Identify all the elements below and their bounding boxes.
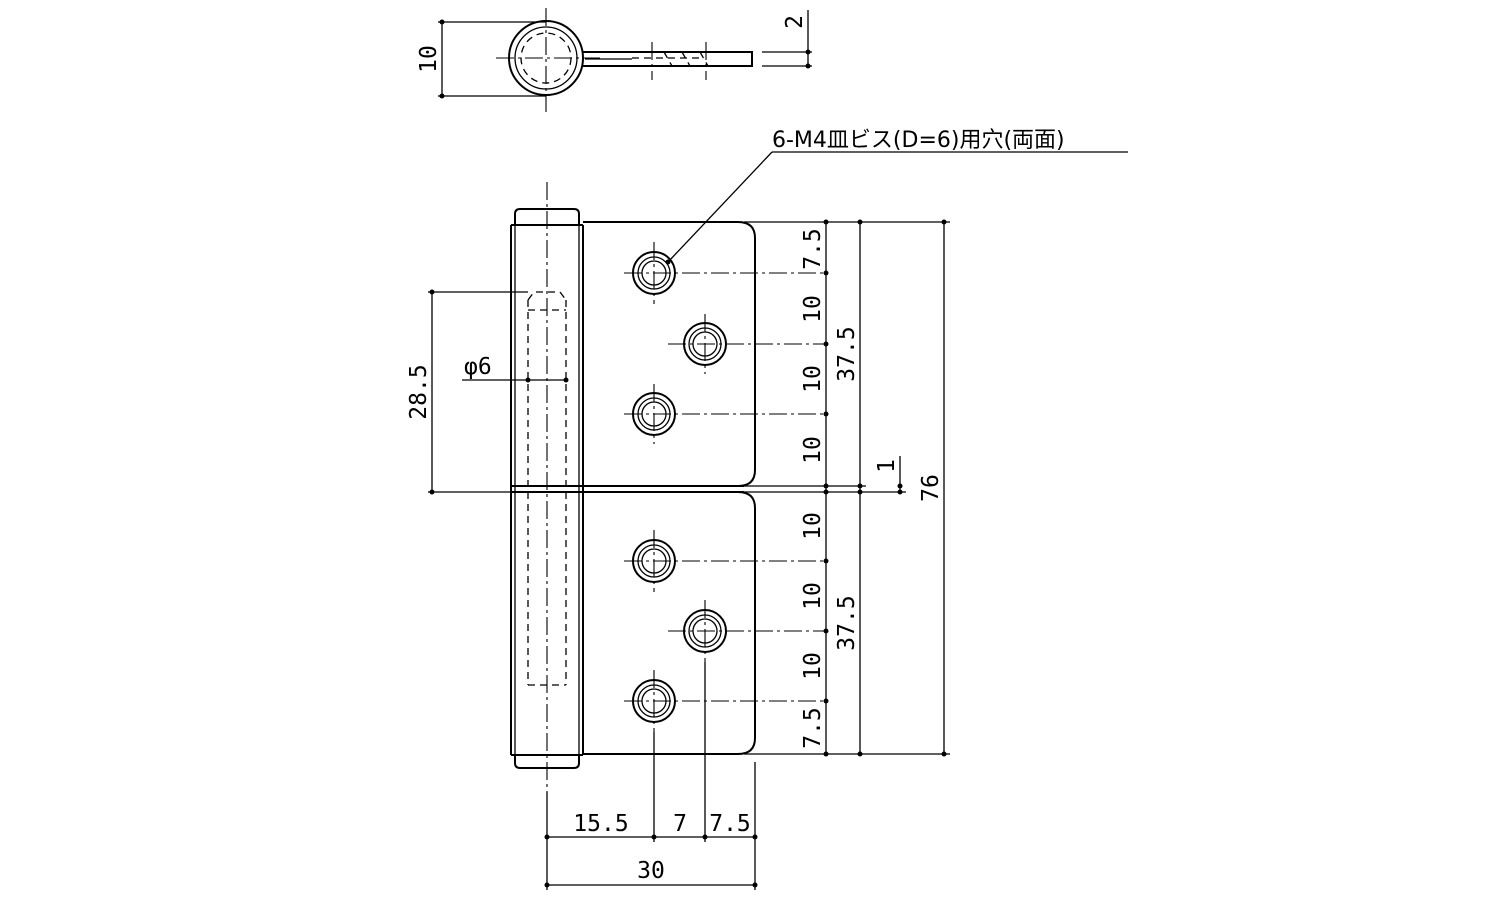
bottom-dimensions: 15.5 7 7.5 30: [544, 662, 758, 890]
dim-upper-leaf-length: 37.5: [834, 326, 860, 381]
front-view: [510, 182, 828, 792]
dim-lower-pitch-b: 10: [800, 652, 826, 680]
dim-lower-pitch-a: 10: [800, 582, 826, 610]
dim-top-edge-to-hole: 7.5: [800, 228, 826, 270]
dim-lower-first-gap: 10: [800, 512, 826, 540]
dim-total-length: 76: [918, 474, 944, 502]
leaf-profile: [582, 51, 753, 67]
knuckle-bottom-cap: [514, 755, 580, 769]
screw-hole-2: [668, 314, 828, 374]
screw-hole-5: [668, 600, 828, 662]
pin-bore-tip: [527, 291, 567, 301]
dim-pin-diameter: 10: [416, 45, 442, 73]
note-text: 6-M4皿ビス(D=6)用穴(両面): [772, 128, 1065, 153]
dim-bottom-edge-to-hole: 7.5: [800, 707, 826, 749]
dim-overall-width: 30: [637, 858, 665, 884]
right-dimensions: 7.5 10 10 10 10 10 10 7.5 37.5 37.5 1 76: [744, 219, 950, 757]
countersink-hidden-2: [663, 51, 709, 67]
leader-line: [667, 151, 773, 263]
screw-hole-4: [624, 530, 828, 592]
dim-pin-bore: φ6: [464, 354, 492, 380]
screw-hole-6: [624, 670, 828, 732]
upper-leaf: [583, 221, 756, 487]
screw-hole-1: [624, 242, 828, 304]
dim-hole-pitch-a: 10: [800, 295, 826, 323]
screw-hole-3: [624, 384, 828, 444]
dim-hole-column-offset: 7: [673, 811, 687, 837]
dim-hole-pitch-b: 10: [800, 365, 826, 393]
dim-upper-last-gap: 10: [800, 436, 826, 464]
callout: 6-M4皿ビス(D=6)用穴(両面): [665, 128, 1128, 265]
lower-leaf: [583, 491, 756, 755]
dim-hole-to-edge: 7.5: [709, 811, 751, 837]
dim-pin-length: 28.5: [406, 364, 432, 419]
dim-knuckle-to-hole: 15.5: [573, 811, 628, 837]
dim-leaf-thickness: 2: [782, 15, 808, 29]
top-view: 10 2: [416, 8, 812, 112]
knuckle-top-cap: [514, 208, 580, 225]
left-dimensions: 28.5 φ6: [406, 289, 569, 495]
dim-center-gap: 1: [874, 459, 900, 473]
dim-lower-leaf-length: 37.5: [834, 595, 860, 650]
